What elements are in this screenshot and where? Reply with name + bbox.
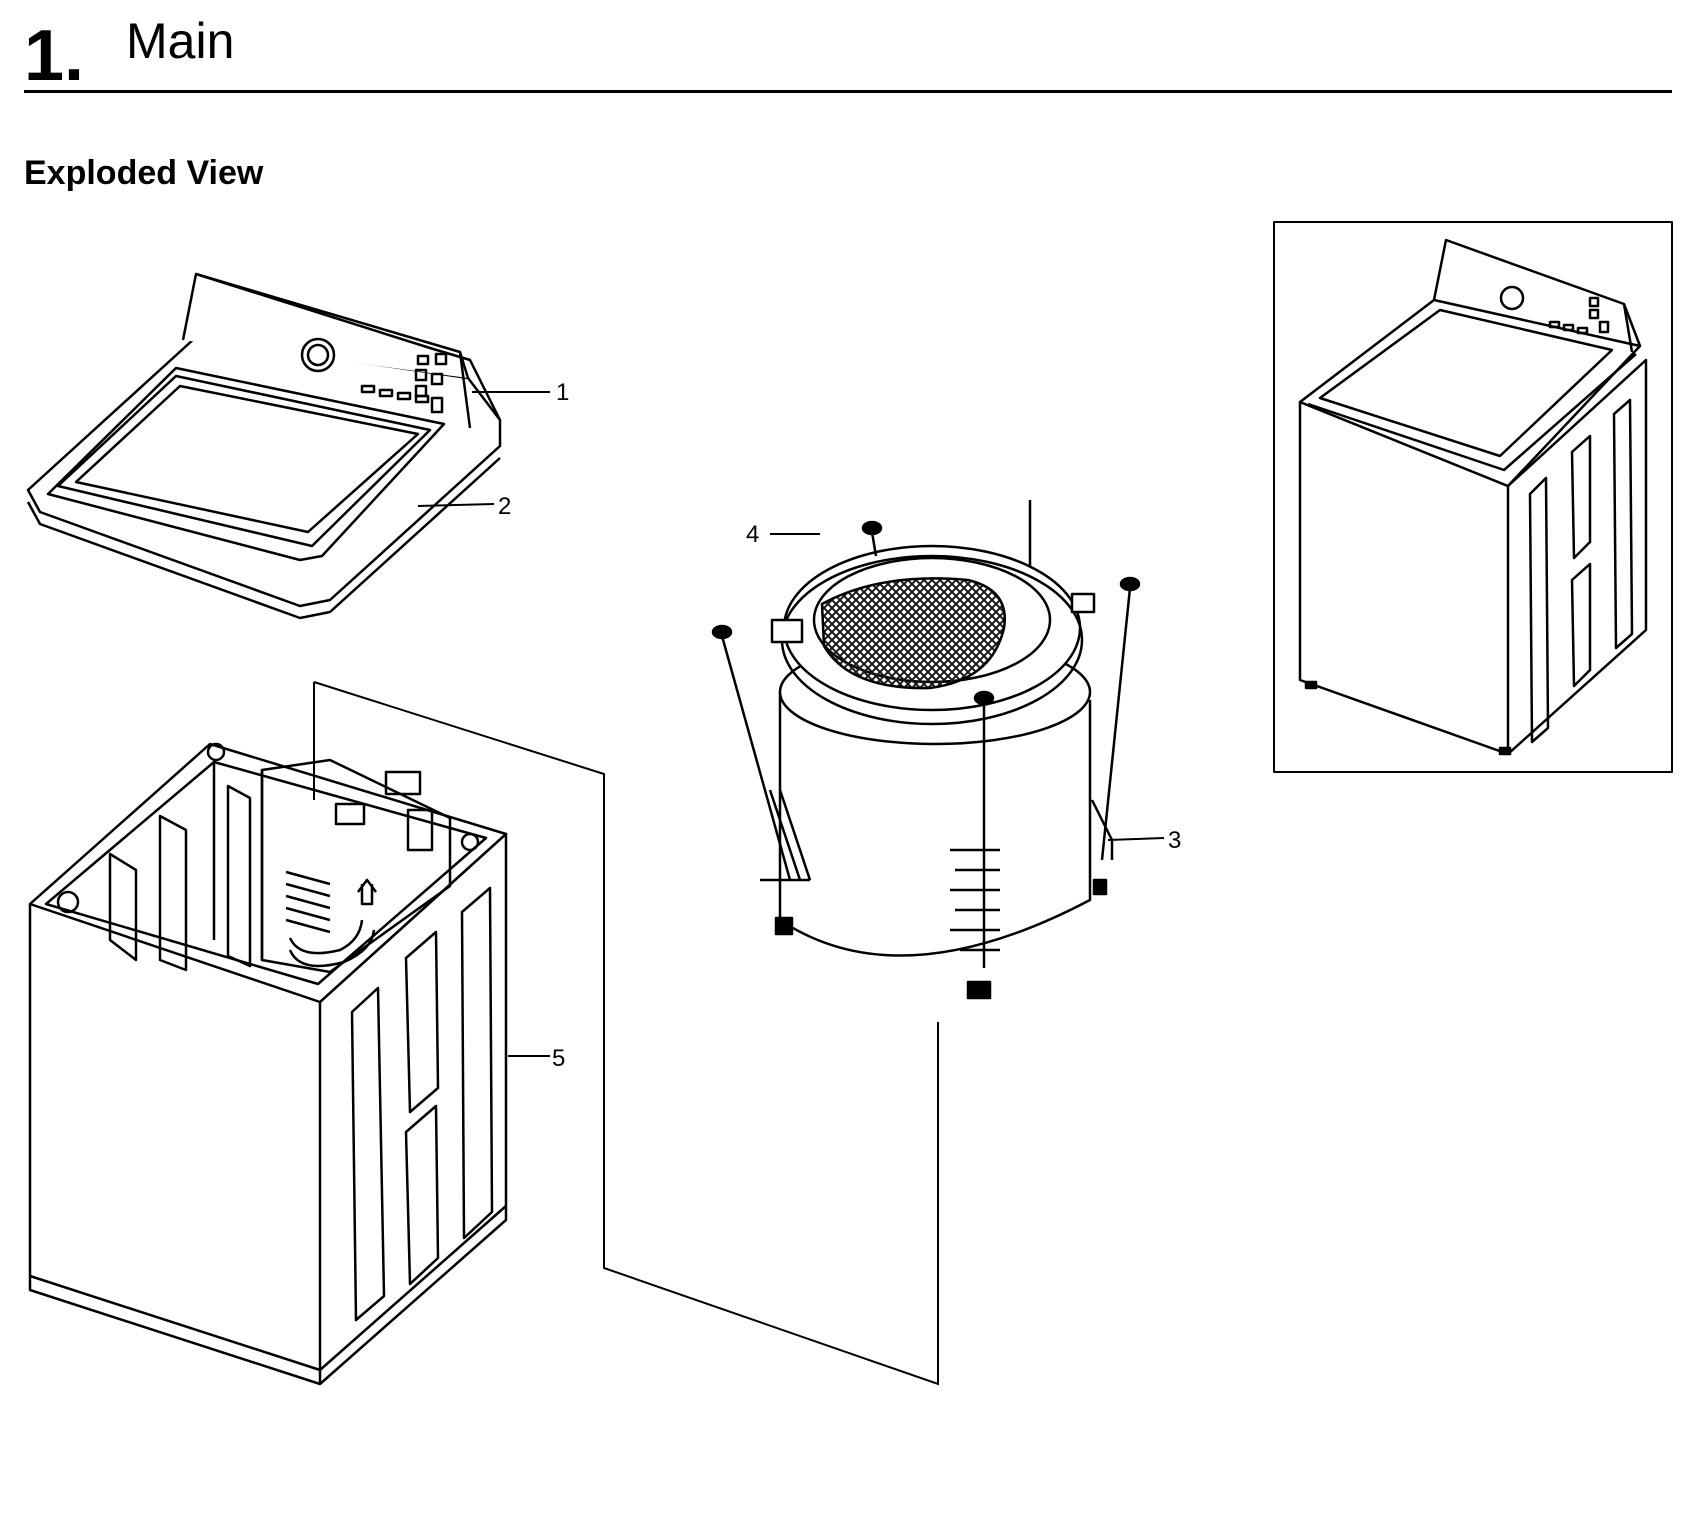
callout-1: 1: [556, 379, 569, 406]
callout-5: 5: [552, 1045, 565, 1072]
callout-4: 4: [746, 521, 759, 548]
section-title: Main: [126, 13, 235, 69]
cabinet: [28, 742, 508, 1386]
callout-3: 3: [1168, 827, 1181, 854]
leader-lines: [417, 391, 1165, 1057]
callout-2: 2: [498, 493, 511, 520]
header-rule: [24, 90, 1672, 93]
assembled-view-inset: [1273, 221, 1673, 773]
section-number: 1.: [24, 16, 85, 96]
assembly-guide-frame: [313, 681, 939, 1386]
tub-assembly: [711, 500, 1141, 1000]
top-cover-assembly: [26, 272, 502, 620]
sub-heading: Exploded View: [24, 154, 264, 192]
